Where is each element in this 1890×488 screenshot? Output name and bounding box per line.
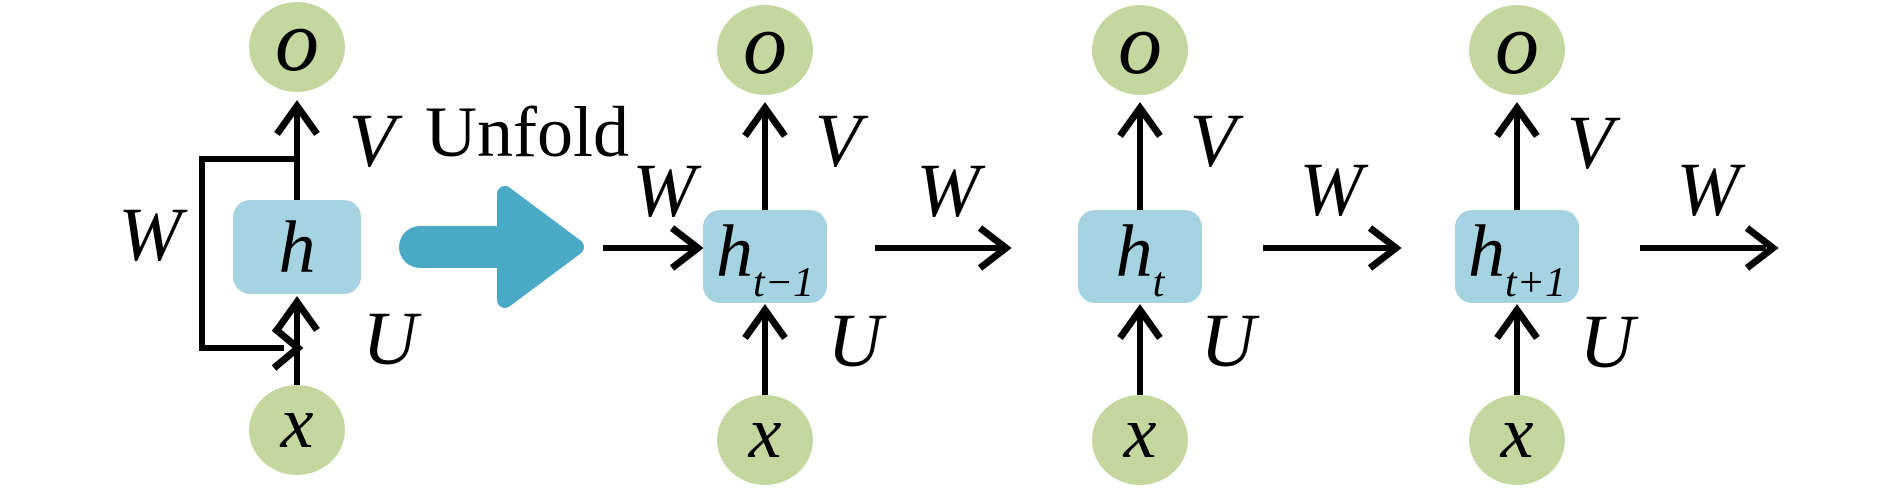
input-label: x (1123, 392, 1157, 474)
input-arrowhead-icon (1117, 303, 1163, 341)
folded-hidden-node (233, 200, 361, 294)
hidden-node (703, 210, 827, 303)
output-label: o (743, 0, 787, 93)
input-arrowhead-icon (742, 303, 788, 341)
incoming-weight-label: W (1299, 148, 1369, 232)
unfold-arrow-icon (497, 186, 584, 308)
output-node (1469, 5, 1565, 95)
incoming-weight-arrowhead-icon (669, 225, 704, 271)
input-arrowhead-icon (1494, 303, 1540, 341)
input-node (717, 395, 813, 485)
incoming-weight-label: W (916, 149, 986, 233)
outgoing-weight-label: W (1676, 148, 1746, 232)
incoming-weight-label: W (632, 149, 702, 233)
folded-input-weight-label: U (363, 297, 422, 381)
hidden-label: ht (1116, 211, 1166, 306)
hidden-label: ht−1 (716, 211, 814, 306)
input-weight-label: U (828, 299, 887, 383)
output-node (717, 5, 813, 95)
output-label: o (1495, 0, 1539, 93)
hidden-node (1455, 210, 1579, 303)
input-label: x (748, 392, 782, 474)
unfolded-unit-t-minus-1: W o V ht−1 U x (603, 0, 887, 485)
input-label: x (1500, 392, 1534, 474)
output-weight-label: V (1190, 99, 1244, 183)
folded-unit: o V W h U x (118, 0, 422, 475)
input-weight-label: U (1201, 299, 1260, 383)
folded-output-weight-label: V (349, 99, 403, 183)
recurrent-weight-label: W (118, 193, 188, 277)
folded-input-label: x (280, 382, 314, 464)
input-node (1469, 395, 1565, 485)
outgoing-weight-arrow: W (1640, 148, 1779, 271)
hidden-node (1078, 210, 1202, 303)
output-arrowhead-icon (1494, 101, 1540, 139)
output-arrowhead-icon (742, 101, 788, 139)
output-weight-label: V (1567, 101, 1621, 185)
folded-hidden-label: h (279, 207, 316, 289)
incoming-weight-arrowhead-icon (977, 225, 1012, 271)
unfold-section: Unfold (399, 92, 629, 308)
folded-output-node (249, 2, 345, 92)
folded-input-arrowhead-icon (274, 295, 320, 333)
input-weight-label: U (1580, 300, 1639, 384)
output-node (1092, 5, 1188, 95)
folded-output-label: o (275, 0, 319, 90)
unfolded-unit-t: W o V ht U x (875, 0, 1260, 485)
input-node (1092, 395, 1188, 485)
output-arrowhead-icon (1117, 101, 1163, 139)
incoming-weight-arrowhead-icon (1367, 225, 1402, 271)
folded-output-arrowhead-icon (274, 99, 320, 137)
outgoing-weight-arrowhead-icon (1744, 225, 1779, 271)
output-weight-label: V (815, 99, 869, 183)
output-label: o (1118, 0, 1162, 93)
recurrent-loop (199, 156, 297, 351)
folded-input-node (249, 385, 345, 475)
hidden-label: ht+1 (1468, 211, 1566, 306)
unfolded-unit-t-plus-1: W o V ht+1 U x (1263, 0, 1639, 485)
unfold-label: Unfold (425, 92, 629, 172)
